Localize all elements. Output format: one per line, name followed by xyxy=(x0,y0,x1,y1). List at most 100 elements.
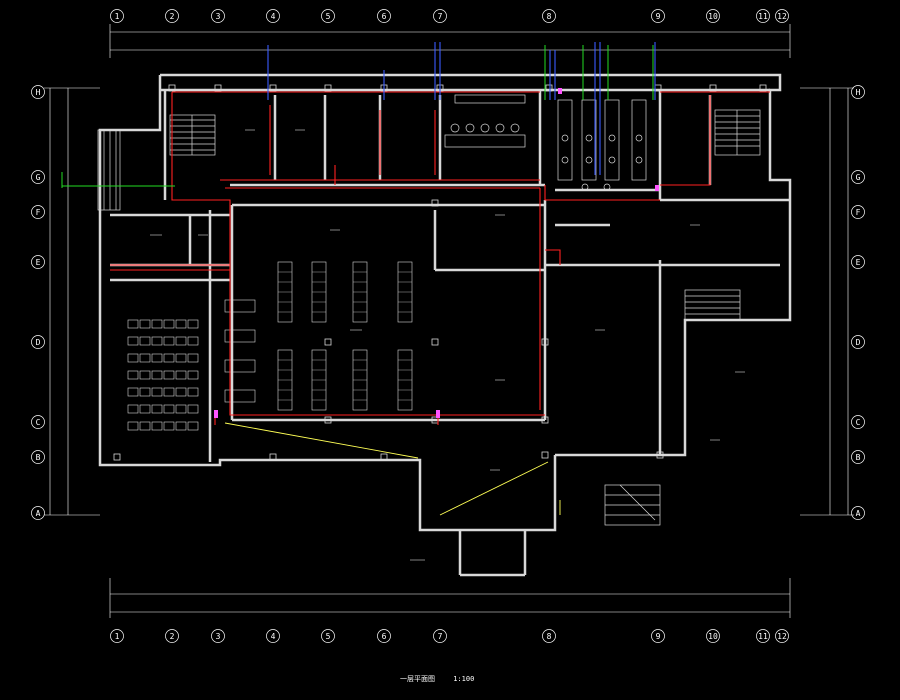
grid-column-1-top-circle xyxy=(110,9,124,23)
grid-column-8-bottom-circle xyxy=(542,629,556,643)
grid-row-F-right-circle xyxy=(851,205,865,219)
fixture-markers-magenta xyxy=(214,88,659,418)
grid-column-5-bottom-circle xyxy=(321,629,335,643)
grid-column-4-bottom-circle xyxy=(266,629,280,643)
water-pipe-green xyxy=(61,45,654,188)
grid-column-2-bottom-circle xyxy=(165,629,179,643)
desk xyxy=(224,299,256,313)
grid-row-F-left: F xyxy=(36,208,41,217)
grid-column-1-top: 1 xyxy=(115,12,120,21)
grid-column-3-bottom: 3 xyxy=(216,632,221,641)
grid-column-8-top-circle xyxy=(542,9,556,23)
structural-column xyxy=(214,84,222,92)
seat xyxy=(127,370,139,380)
grid-column-1-bottom: 1 xyxy=(115,632,120,641)
seat xyxy=(151,387,163,397)
grid-row-E-left: E xyxy=(36,258,41,267)
grid-row-B-left: B xyxy=(36,453,41,462)
left-dimension-lines xyxy=(44,87,100,516)
grid-column-6-bottom-circle xyxy=(377,629,391,643)
seat xyxy=(187,370,199,380)
annotation-ticks xyxy=(150,129,745,561)
seat xyxy=(151,336,163,346)
grid-column-12-bottom-circle xyxy=(775,629,789,643)
bottom-dimension-lines xyxy=(109,578,791,618)
drawing-scale: 1:100 xyxy=(453,675,475,683)
seat xyxy=(127,336,139,346)
seat xyxy=(175,336,187,346)
grid-column-11-bottom: 11 xyxy=(758,632,768,641)
grid-row-C-left: C xyxy=(36,418,41,427)
seat xyxy=(151,370,163,380)
seat xyxy=(139,353,151,363)
seat xyxy=(163,404,175,414)
grid-column-3-bottom-circle xyxy=(211,629,225,643)
seat xyxy=(151,353,163,363)
stair-left xyxy=(169,114,216,156)
lecture-hall-seats xyxy=(127,319,199,431)
seat xyxy=(175,353,187,363)
structural-column xyxy=(269,453,277,461)
seat xyxy=(187,336,199,346)
grid-column-4-top: 4 xyxy=(271,12,276,21)
grid-row-C-right-circle xyxy=(851,415,865,429)
stair-east xyxy=(684,289,741,321)
grid-column-10-top-circle xyxy=(706,9,720,23)
seat xyxy=(151,404,163,414)
seat xyxy=(127,421,139,431)
grid-column-8-bottom: 8 xyxy=(547,632,552,641)
grid-row-E-right: E xyxy=(856,258,861,267)
grid-column-9-top: 9 xyxy=(656,12,661,21)
seat xyxy=(163,319,175,329)
reading-room-shelves xyxy=(224,261,413,411)
structural-column xyxy=(656,451,664,459)
grid-column-3-top-circle xyxy=(211,9,225,23)
desk xyxy=(224,359,256,373)
seat xyxy=(151,421,163,431)
grid-column-1-bottom-circle xyxy=(110,629,124,643)
seat xyxy=(175,387,187,397)
grid-row-A-right-circle xyxy=(851,506,865,520)
seat xyxy=(139,404,151,414)
structural-columns xyxy=(113,84,767,461)
grid-row-A-left: A xyxy=(36,509,41,518)
seat xyxy=(175,421,187,431)
seat xyxy=(163,370,175,380)
structural-column xyxy=(709,84,717,92)
grid-column-11-top-circle xyxy=(756,9,770,23)
structural-column xyxy=(324,84,332,92)
grid-column-3-top: 3 xyxy=(216,12,221,21)
grid-row-E-right-circle xyxy=(851,255,865,269)
drawing-title: 一层平面图 xyxy=(400,675,435,683)
seat xyxy=(127,404,139,414)
grid-row-H-right: H xyxy=(856,88,861,97)
grid-row-D-right-circle xyxy=(851,335,865,349)
grid-column-8-top: 8 xyxy=(547,12,552,21)
grid-row-F-right: F xyxy=(856,208,861,217)
seat xyxy=(139,387,151,397)
grid-column-7-top: 7 xyxy=(438,12,443,21)
grid-column-4-top-circle xyxy=(266,9,280,23)
seat xyxy=(175,404,187,414)
structural-column xyxy=(431,199,439,207)
grid-column-6-bottom: 6 xyxy=(382,632,387,641)
seat xyxy=(187,404,199,414)
structural-column xyxy=(545,84,553,92)
grid-row-G-left-circle xyxy=(31,170,45,184)
seat xyxy=(127,353,139,363)
grid-column-9-bottom: 9 xyxy=(656,632,661,641)
grid-column-6-top-circle xyxy=(377,9,391,23)
seat xyxy=(163,336,175,346)
water-pipe-blue xyxy=(267,42,656,175)
seat xyxy=(139,319,151,329)
meeting-table xyxy=(444,94,526,148)
grid-column-9-top-circle xyxy=(651,9,665,23)
grid-row-B-right: B xyxy=(856,453,861,462)
seat xyxy=(139,336,151,346)
stair-right xyxy=(714,109,761,156)
structural-column xyxy=(380,453,388,461)
seat xyxy=(163,387,175,397)
